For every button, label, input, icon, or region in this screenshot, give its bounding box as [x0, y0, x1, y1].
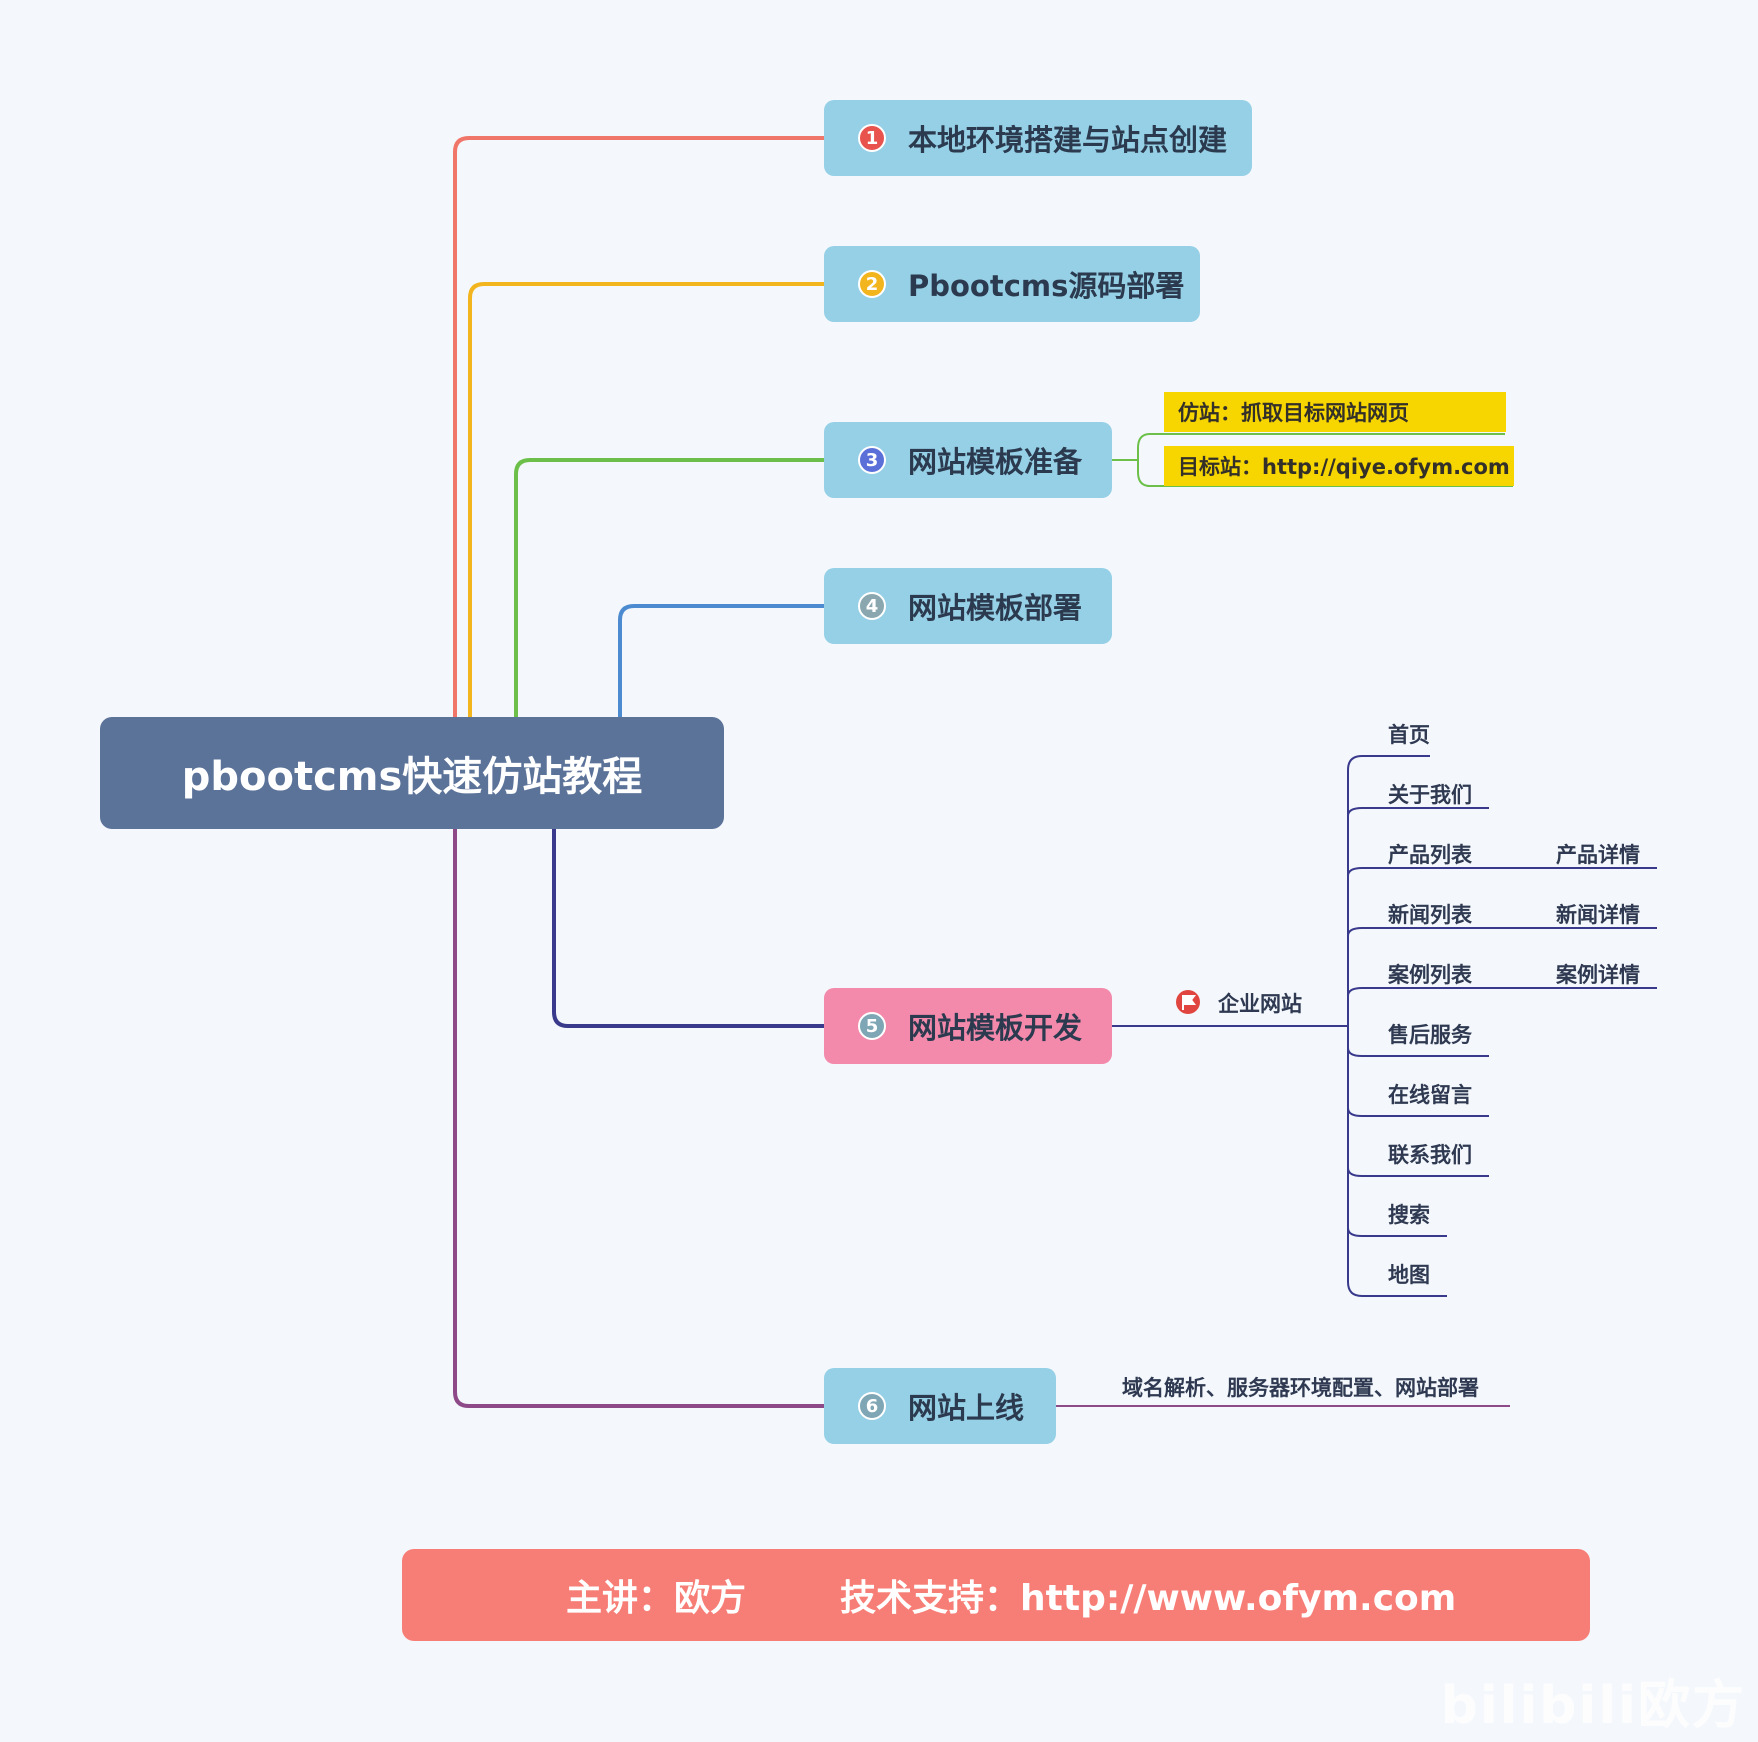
site-page-search[interactable]: 搜索: [1388, 1203, 1430, 1227]
topic-3-label: 网站模板准备: [908, 445, 1083, 479]
topic-6[interactable]: 6 网站上线: [824, 1368, 1056, 1444]
detail-page-news[interactable]: 新闻详情: [1556, 903, 1640, 927]
number-1-icon: 1: [858, 124, 886, 152]
site-page-case-list[interactable]: 案例列表: [1388, 963, 1472, 987]
topic-1[interactable]: 1 本地环境搭建与站点创建: [824, 100, 1252, 176]
root-label: pbootcms快速仿站教程: [181, 754, 643, 800]
site-page-contact[interactable]: 联系我们: [1388, 1143, 1472, 1167]
topic6-child[interactable]: 域名解析、服务器环境配置、网站部署: [1122, 1376, 1479, 1400]
site-page-news-list[interactable]: 新闻列表: [1388, 903, 1472, 927]
site-page-map[interactable]: 地图: [1388, 1263, 1430, 1287]
topic-2-label: Pbootcms源码部署: [908, 269, 1185, 303]
site-page-message[interactable]: 在线留言: [1388, 1083, 1472, 1107]
footer-support: 技术支持：http://www.ofym.com: [840, 1578, 1457, 1619]
topic3-child-2[interactable]: 目标站：http://qiye.ofym.com: [1164, 446, 1514, 486]
branch-line-4: [618, 604, 825, 718]
topic-5-label: 网站模板开发: [908, 1011, 1083, 1045]
number-3-icon: 3: [858, 446, 886, 474]
topic-2[interactable]: 2 Pbootcms源码部署: [824, 246, 1200, 322]
number-6-icon: 6: [858, 1392, 886, 1420]
site-pages-spine: [1322, 770, 1349, 1282]
site-page-about[interactable]: 关于我们: [1388, 783, 1472, 807]
root-node[interactable]: pbootcms快速仿站教程: [100, 717, 724, 829]
branch-line-2: [468, 282, 825, 718]
topic-3[interactable]: 3 网站模板准备: [824, 422, 1112, 498]
footer-banner: 主讲：欧方 技术支持：http://www.ofym.com: [402, 1549, 1590, 1641]
red-flag-icon: [1176, 990, 1200, 1014]
site-page-product-list[interactable]: 产品列表: [1388, 843, 1472, 867]
topic-4-label: 网站模板部署: [908, 591, 1083, 625]
topic-4[interactable]: 4 网站模板部署: [824, 568, 1112, 644]
site-page-after-sales[interactable]: 售后服务: [1388, 1023, 1472, 1047]
branch-line-3: [514, 458, 825, 718]
detail-page-product[interactable]: 产品详情: [1556, 843, 1640, 867]
bilibili-watermark-logo: bilibili欧方: [1440, 1676, 1746, 1736]
detail-page-case[interactable]: 案例详情: [1556, 963, 1640, 987]
branch-line-5: [552, 828, 825, 1028]
number-4-icon: 4: [858, 592, 886, 620]
site-page-home[interactable]: 首页: [1388, 723, 1430, 747]
topic3-child-1[interactable]: 仿站：抓取目标网站网页: [1164, 392, 1506, 432]
topic3-child-connector: [1112, 433, 1513, 487]
number-2-icon: 2: [858, 270, 886, 298]
site-pages-underlines: [1347, 755, 1657, 1297]
branch-line-6: [453, 828, 825, 1408]
enterprise-site-node[interactable]: 企业网站: [1218, 992, 1302, 1016]
number-5-icon: 5: [858, 1012, 886, 1040]
branch-line-1: [453, 136, 825, 718]
topic-6-label: 网站上线: [908, 1391, 1025, 1425]
topic-5[interactable]: 5 网站模板开发: [824, 988, 1112, 1064]
footer-speaker: 主讲：欧方: [566, 1578, 747, 1619]
topic-1-label: 本地环境搭建与站点创建: [908, 123, 1228, 157]
